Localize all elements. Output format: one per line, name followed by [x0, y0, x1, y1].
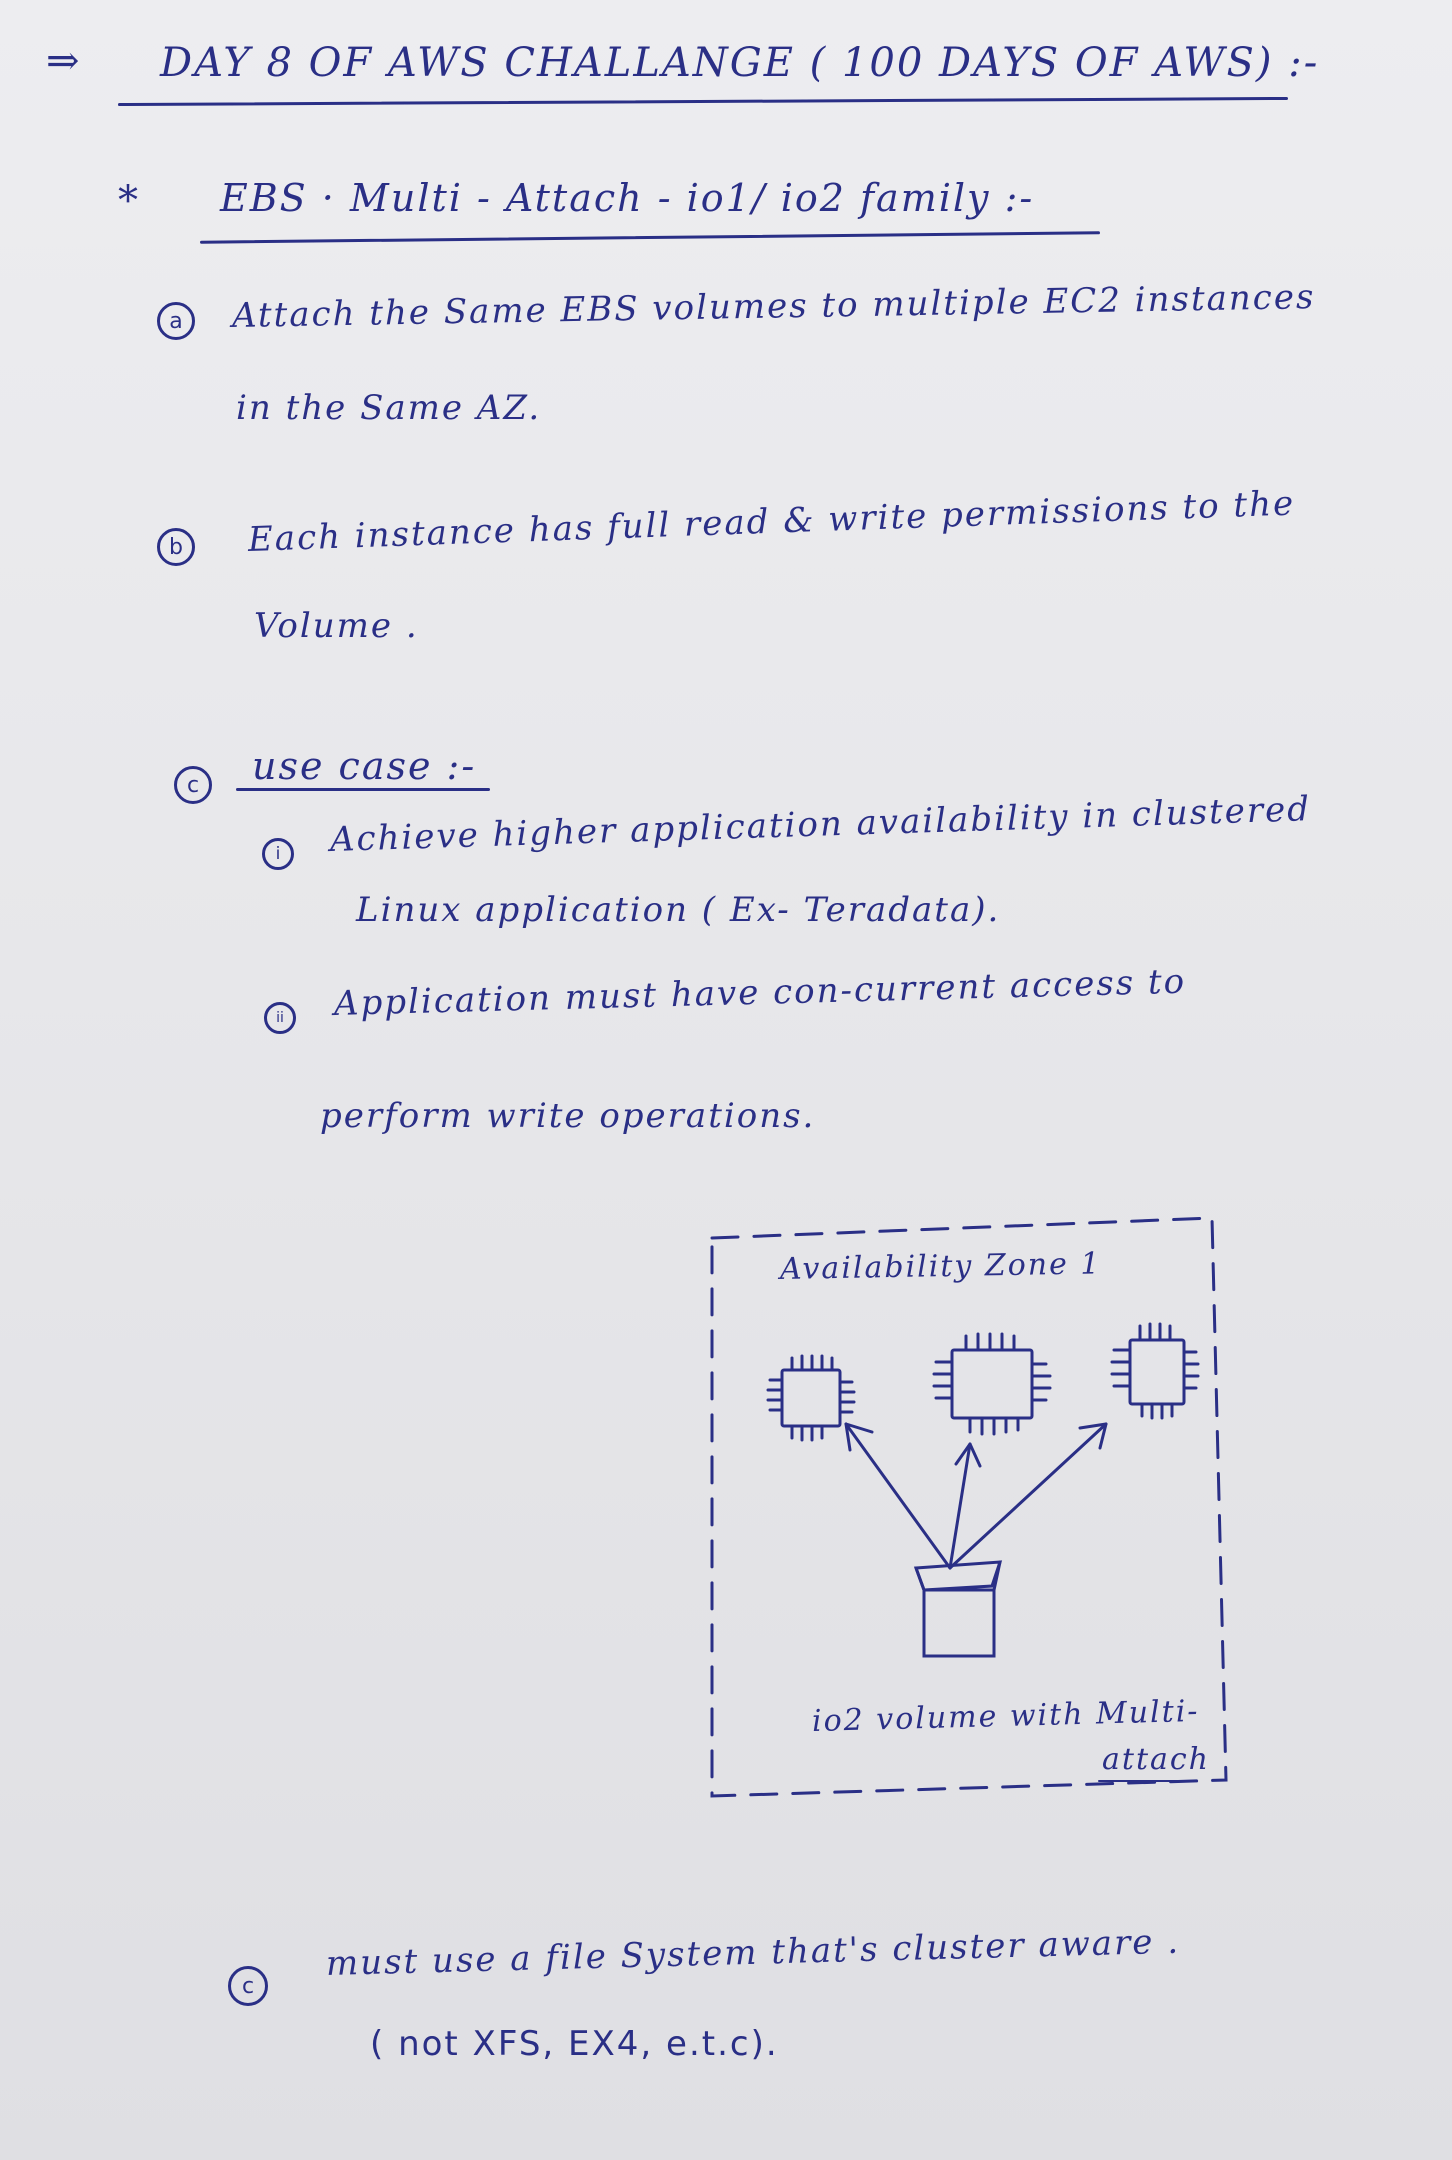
- volume-label-underline: [1098, 1780, 1194, 1782]
- point-b-line2: Volume .: [254, 606, 419, 646]
- use-case-i-marker: i: [262, 838, 294, 870]
- final-point-marker: c: [228, 1966, 268, 2006]
- title-arrow: ⇒: [46, 38, 82, 84]
- zone-border: [710, 1216, 1228, 1798]
- use-case-ii-line2: perform write operations.: [320, 1096, 816, 1136]
- point-a-marker: a: [157, 302, 195, 340]
- use-case-ii-marker: ii: [264, 1002, 296, 1034]
- use-case-label: use case :-: [252, 744, 477, 788]
- section-heading: EBS · Multi - Attach - io1/ io2 family :…: [220, 176, 1035, 220]
- ec2-instance-3-icon: [1110, 1322, 1200, 1420]
- ec2-instance-2-icon: [932, 1332, 1052, 1436]
- heading-star: *: [118, 178, 140, 224]
- attach-arrows: [844, 1422, 1108, 1570]
- page-title: DAY 8 OF AWS CHALLANGE ( 100 DAYS OF AWS…: [160, 40, 1320, 86]
- volume-label-line2: attach: [1102, 1742, 1211, 1777]
- point-a-line2: in the Same AZ.: [236, 388, 542, 428]
- zone-label: Availability Zone 1: [779, 1246, 1102, 1287]
- use-case-i-line2: Linux application ( Ex- Teradata).: [356, 890, 1001, 930]
- use-case-underline: [236, 788, 490, 791]
- final-point-line2: ( not XFS, EX4, e.t.c).: [370, 2024, 779, 2064]
- ec2-instance-1-icon: [766, 1354, 856, 1442]
- use-case-marker: c: [174, 766, 212, 804]
- io2-volume-icon: [913, 1560, 1003, 1658]
- point-b-marker: b: [157, 528, 195, 566]
